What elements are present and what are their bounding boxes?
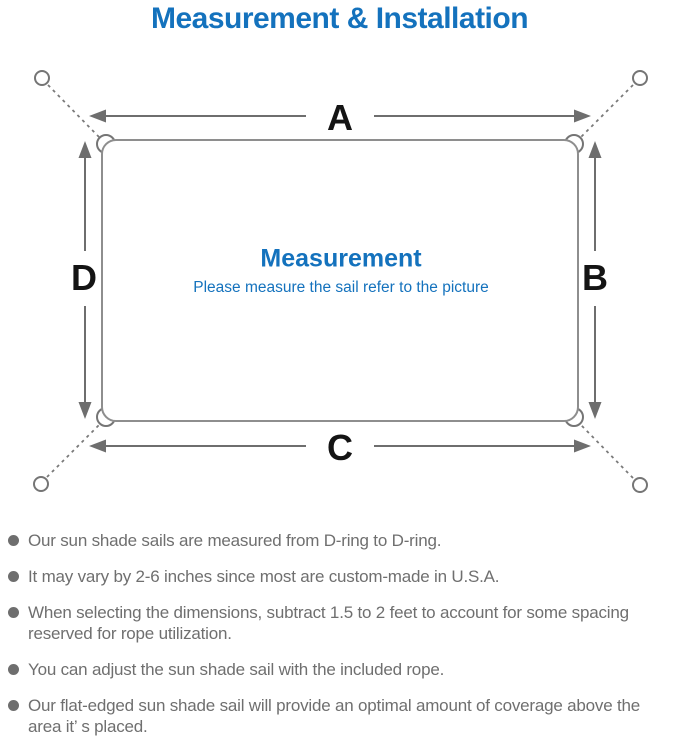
- list-item: You can adjust the sun shade sail with t…: [8, 659, 675, 680]
- note-text: You can adjust the sun shade sail with t…: [28, 660, 445, 679]
- list-item: Our flat-edged sun shade sail will provi…: [8, 695, 675, 737]
- bullet-icon: [8, 571, 19, 582]
- dim-d-arrowhead-up: [78, 141, 92, 158]
- anchor-ring-bottom-left-icon: [33, 476, 49, 492]
- note-text: Our flat-edged sun shade sail will provi…: [28, 696, 641, 736]
- tie-line-top-right: [580, 84, 634, 138]
- bullet-icon: [8, 535, 19, 546]
- anchor-ring-top-right-icon: [632, 70, 648, 86]
- anchor-ring-top-left-icon: [34, 70, 50, 86]
- measurement-subtitle: Please measure the sail refer to the pic…: [193, 279, 489, 296]
- measurement-heading: Measurement: [260, 244, 422, 273]
- tie-line-bottom-left: [46, 424, 100, 478]
- dim-b-arrowhead-down: [588, 402, 602, 419]
- dimension-label-c: C: [327, 427, 353, 468]
- sail-measurement-diagram: [33, 70, 648, 493]
- dim-c-arrowhead-right: [574, 439, 591, 453]
- note-text: It may vary by 2-6 inches since most are…: [28, 567, 500, 586]
- bullet-icon: [8, 664, 19, 675]
- dimension-label-b: B: [582, 257, 608, 298]
- note-text: When selecting the dimensions, subtract …: [28, 603, 629, 643]
- list-item: It may vary by 2-6 inches since most are…: [8, 566, 675, 587]
- dimension-arrows: [78, 109, 602, 453]
- list-item: When selecting the dimensions, subtract …: [8, 602, 675, 644]
- dimension-label-d: D: [71, 257, 97, 298]
- sail-outline: [101, 139, 579, 422]
- note-text: Our sun shade sails are measured from D-…: [28, 531, 442, 550]
- bullet-icon: [8, 607, 19, 618]
- dim-b-arrowhead-up: [588, 141, 602, 158]
- dim-a-arrowhead-right: [574, 109, 591, 123]
- tie-line-bottom-right: [580, 424, 634, 479]
- tie-rope-lines: [46, 84, 634, 479]
- dim-d-arrowhead-down: [78, 402, 92, 419]
- dimension-label-a: A: [327, 97, 353, 138]
- measurement-notes-list: Our sun shade sails are measured from D-…: [0, 530, 679, 739]
- anchor-ring-bottom-right-icon: [632, 477, 648, 493]
- list-item: Our sun shade sails are measured from D-…: [8, 530, 675, 551]
- tie-line-top-left: [47, 84, 100, 138]
- bullet-icon: [8, 700, 19, 711]
- dim-a-arrowhead-left: [89, 109, 106, 123]
- page-title: Measurement & Installation: [150, 2, 529, 35]
- dim-c-arrowhead-left: [89, 439, 106, 453]
